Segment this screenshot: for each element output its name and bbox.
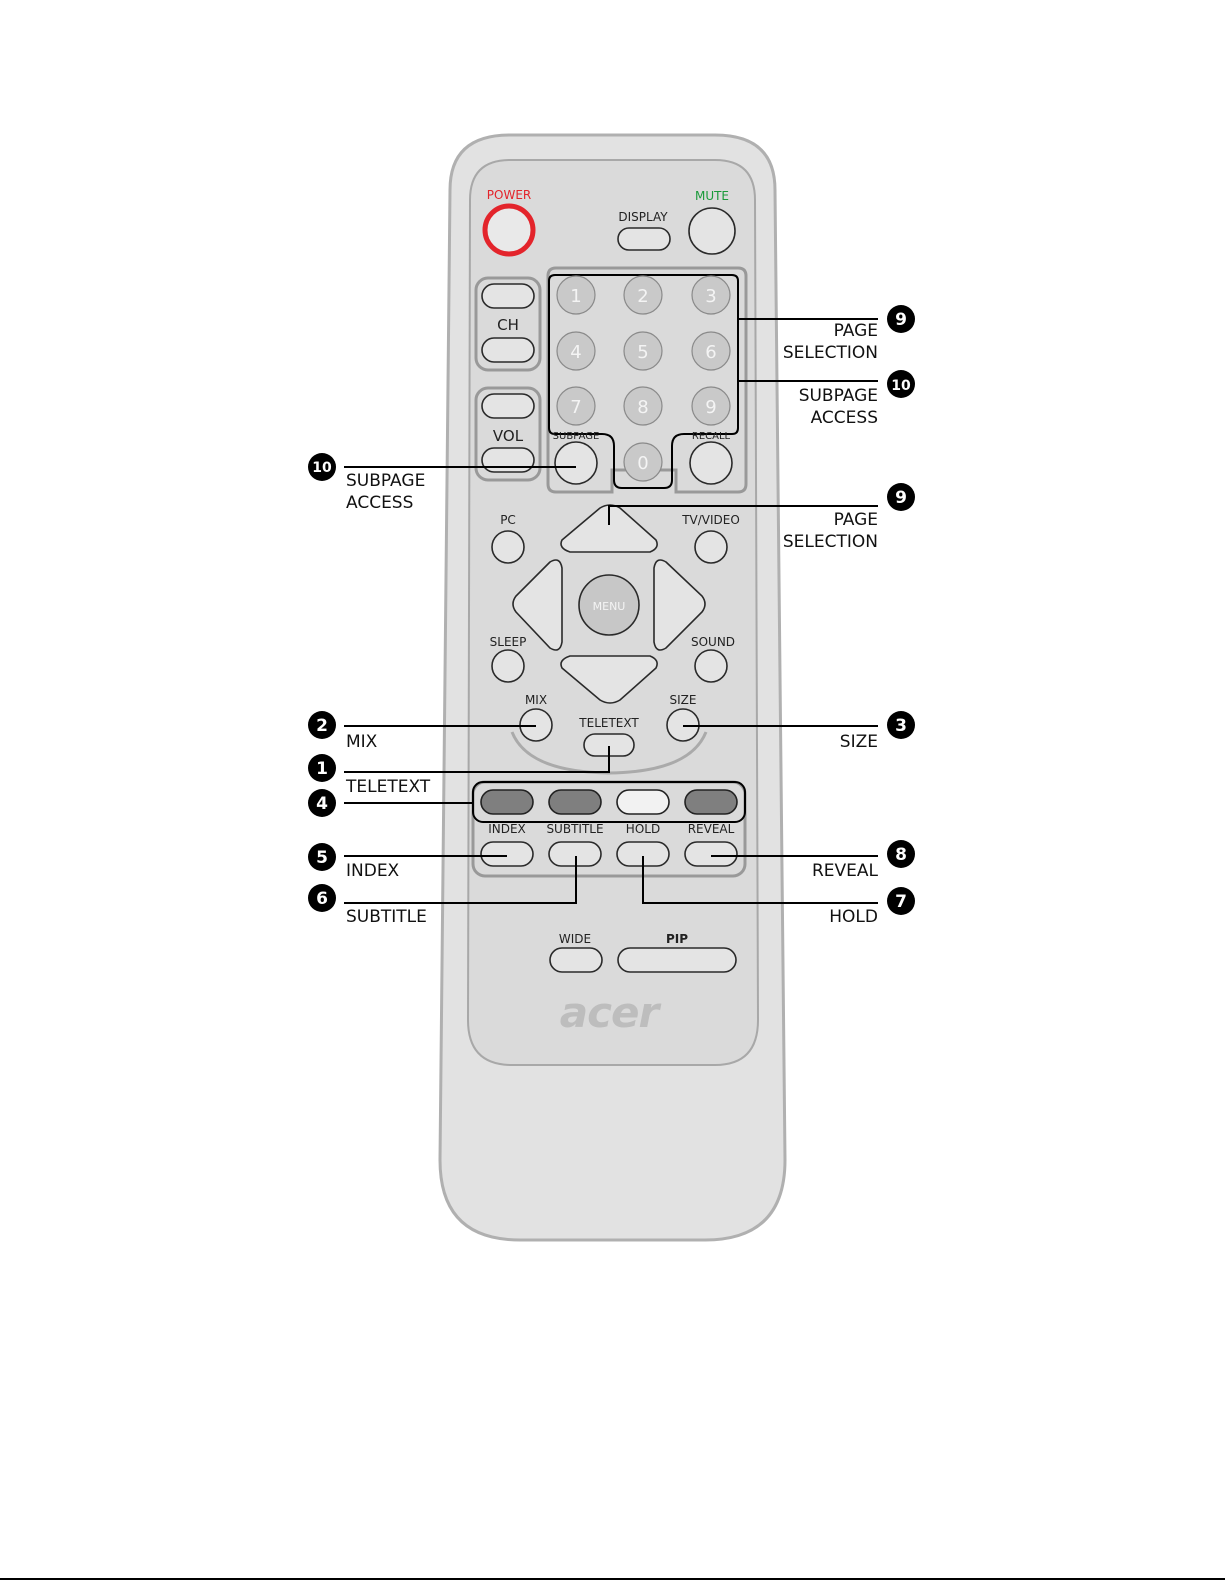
callout-num-8: 8 <box>895 845 907 865</box>
digit-8-button[interactable]: 8 <box>624 387 662 425</box>
vol-up-button[interactable] <box>482 394 534 418</box>
digit-5-label: 5 <box>637 342 648 363</box>
sound-label: SOUND <box>691 635 735 649</box>
hold-label: HOLD <box>626 822 660 836</box>
digit-2-button[interactable]: 2 <box>624 276 662 314</box>
digit-0-button[interactable]: 0 <box>624 443 662 481</box>
reveal-button[interactable] <box>685 842 737 866</box>
wide-button[interactable] <box>550 948 602 972</box>
sleep-button[interactable] <box>492 650 524 682</box>
digit-1-button[interactable]: 1 <box>557 276 595 314</box>
callout-text-subpage-left-1: SUBPAGE <box>346 471 425 491</box>
callout-text-teletext: TELETEXT <box>345 777 431 797</box>
pip-button[interactable] <box>618 948 736 972</box>
digit-6-label: 6 <box>705 342 716 363</box>
callout-num-6: 6 <box>316 889 328 909</box>
page-bottom-rule <box>0 1578 1225 1580</box>
callout-text-page-top-2: SELECTION <box>783 343 878 363</box>
digit-7-label: 7 <box>570 397 581 418</box>
menu-label: MENU <box>593 600 626 613</box>
pc-label: PC <box>500 513 516 527</box>
index-label: INDEX <box>488 822 526 836</box>
power-label: POWER <box>487 188 531 202</box>
subpage-button[interactable] <box>555 442 597 484</box>
callout-num-9-top: 9 <box>895 310 907 330</box>
color-key-4-button[interactable] <box>685 790 737 814</box>
callout-text-page-dpad-1: PAGE <box>834 510 878 530</box>
size-label: SIZE <box>670 693 697 707</box>
subtitle-label: SUBTITLE <box>546 822 603 836</box>
digit-6-button[interactable]: 6 <box>692 332 730 370</box>
digit-9-label: 9 <box>705 397 716 418</box>
digit-4-label: 4 <box>570 342 581 363</box>
digit-3-label: 3 <box>705 286 716 307</box>
callout-num-10-right: 10 <box>891 378 911 394</box>
ch-up-button[interactable] <box>482 284 534 308</box>
sleep-label: SLEEP <box>490 635 527 649</box>
subpage-label: SUBPAGE <box>553 431 600 442</box>
pip-label: PIP <box>666 932 688 946</box>
digit-9-button[interactable]: 9 <box>692 387 730 425</box>
vol-label: VOL <box>493 427 524 445</box>
digit-5-button[interactable]: 5 <box>624 332 662 370</box>
color-key-3-button[interactable] <box>617 790 669 814</box>
mute-label: MUTE <box>695 189 729 203</box>
digit-4-button[interactable]: 4 <box>557 332 595 370</box>
color-key-2-button[interactable] <box>549 790 601 814</box>
recall-button[interactable] <box>690 442 732 484</box>
mix-label: MIX <box>525 693 547 707</box>
callout-num-10-left: 10 <box>312 460 332 476</box>
ch-label: CH <box>497 316 519 334</box>
wide-label: WIDE <box>559 932 591 946</box>
mute-button[interactable] <box>689 208 735 254</box>
ch-down-button[interactable] <box>482 338 534 362</box>
callout-text-reveal: REVEAL <box>812 861 879 881</box>
callout-num-4: 4 <box>316 794 328 814</box>
callout-num-9-dpad: 9 <box>895 488 907 508</box>
callout-num-1: 1 <box>316 759 328 779</box>
callout-text-subpage-right-1: SUBPAGE <box>799 386 878 406</box>
tv-video-label: TV/VIDEO <box>681 513 740 527</box>
callout-text-hold: HOLD <box>829 907 878 927</box>
digit-2-label: 2 <box>637 286 648 307</box>
display-button[interactable] <box>618 228 670 250</box>
reveal-label: REVEAL <box>688 822 735 836</box>
recall-label: RECALL <box>692 431 731 442</box>
callout-text-mix: MIX <box>346 732 378 752</box>
callout-text-subpage-left-2: ACCESS <box>346 493 413 513</box>
teletext-label: TELETEXT <box>578 716 639 730</box>
display-label: DISPLAY <box>618 210 668 224</box>
callout-num-7: 7 <box>895 892 907 912</box>
callout-text-subpage-right-2: ACCESS <box>811 408 878 428</box>
digit-1-label: 1 <box>570 286 581 307</box>
callout-text-size: SIZE <box>840 732 878 752</box>
callout-num-5: 5 <box>316 848 328 868</box>
digit-0-label: 0 <box>637 453 648 474</box>
color-key-1-button[interactable] <box>481 790 533 814</box>
sound-button[interactable] <box>695 650 727 682</box>
callout-text-subtitle: SUBTITLE <box>346 907 427 927</box>
tv-video-button[interactable] <box>695 531 727 563</box>
power-button[interactable] <box>485 206 533 254</box>
pc-button[interactable] <box>492 531 524 563</box>
digit-8-label: 8 <box>637 397 648 418</box>
digit-3-button[interactable]: 3 <box>692 276 730 314</box>
callout-text-page-top-1: PAGE <box>834 321 878 341</box>
callout-num-3: 3 <box>895 716 907 736</box>
acer-logo: acer <box>560 988 662 1037</box>
vol-down-button[interactable] <box>482 448 534 472</box>
index-button[interactable] <box>481 842 533 866</box>
callout-text-index: INDEX <box>346 861 400 881</box>
callout-text-page-dpad-2: SELECTION <box>783 532 878 552</box>
digit-7-button[interactable]: 7 <box>557 387 595 425</box>
callout-num-2: 2 <box>316 716 328 736</box>
